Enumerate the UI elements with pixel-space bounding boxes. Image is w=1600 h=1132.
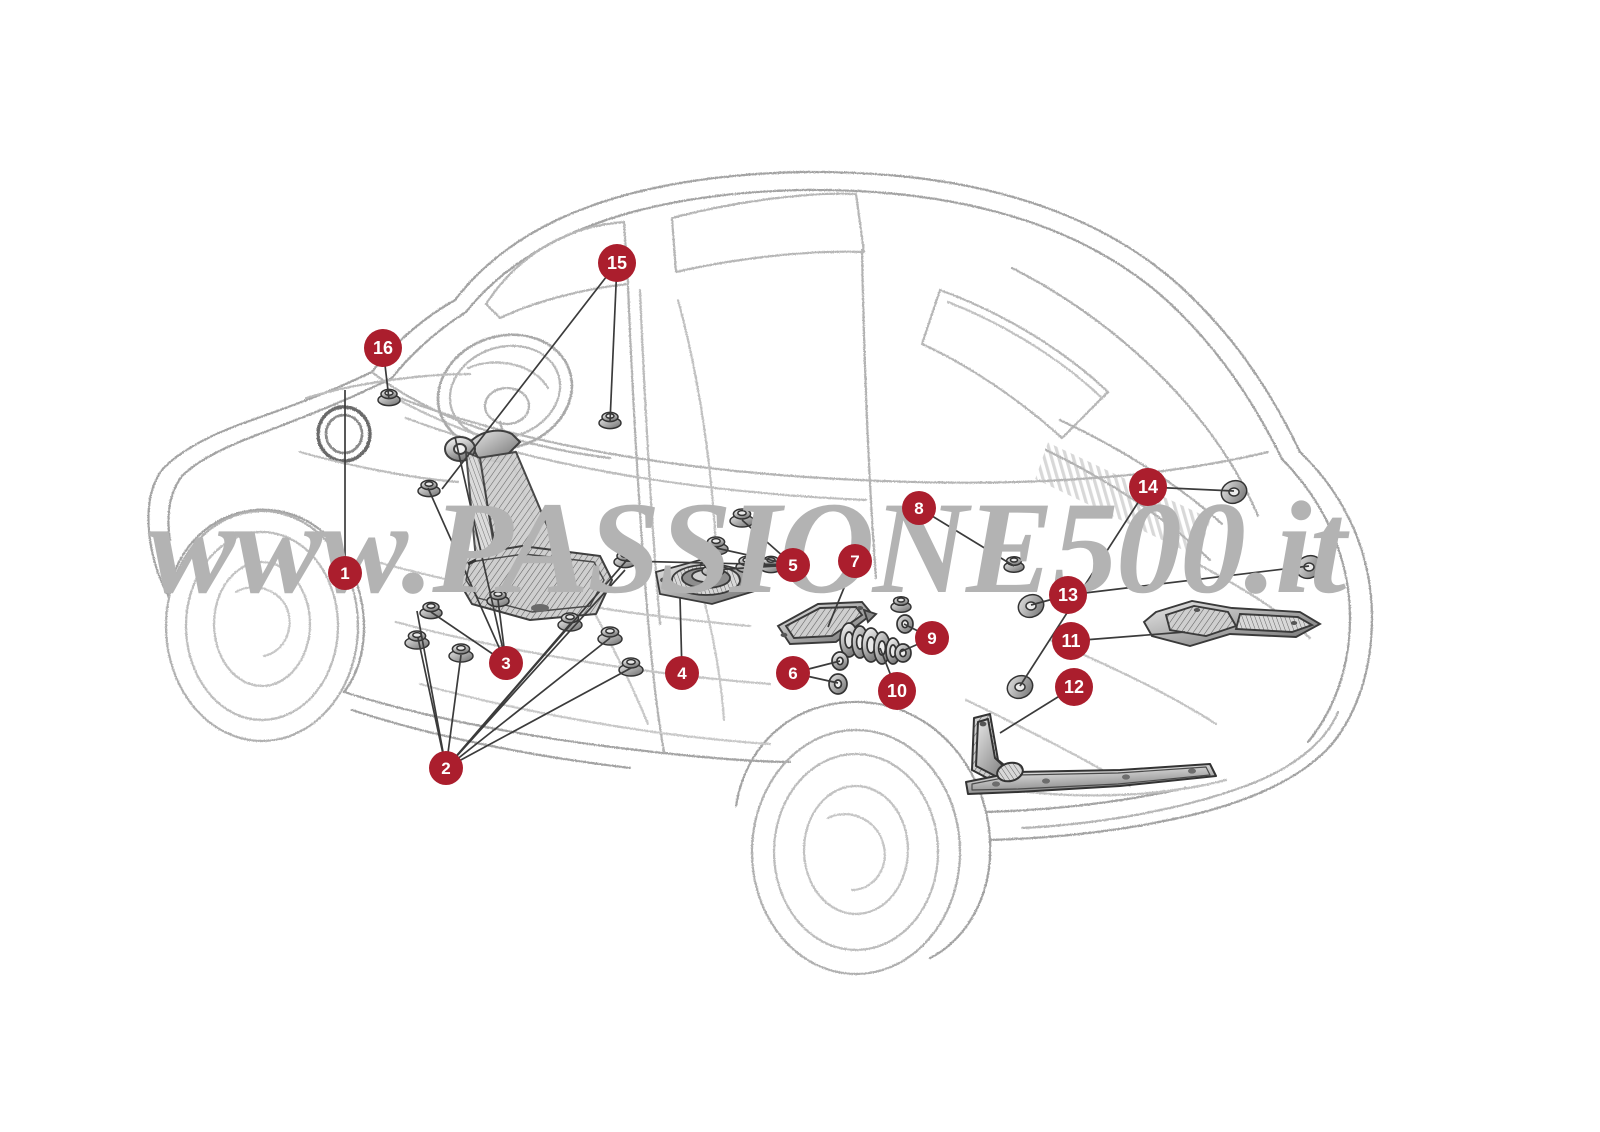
fastener-grommet [1017, 593, 1045, 619]
fastener-nut [618, 657, 644, 677]
leader-line [445, 654, 462, 769]
leader-line [417, 637, 447, 769]
fastener-nut [890, 595, 912, 613]
underbody-reinforcement-panel [1142, 600, 1322, 647]
callout-leader-lines [344, 262, 1310, 769]
callout-badge-3[interactable]: 3 [489, 646, 523, 680]
engine-lid-grille [1035, 442, 1211, 558]
leader-line [623, 560, 794, 566]
leader-line [1070, 631, 1186, 642]
leader-line [918, 507, 1015, 567]
callout-badge-12[interactable]: 12 [1055, 668, 1093, 706]
callout-badge-13[interactable]: 13 [1049, 576, 1087, 614]
callout-badge-2[interactable]: 2 [429, 751, 463, 785]
fastener-nut [703, 536, 729, 556]
pedal-box-cover-plate [776, 601, 878, 645]
callout-badge-10[interactable]: 10 [878, 672, 916, 710]
leader-line [441, 262, 618, 490]
leader-line [1067, 565, 1310, 596]
leader-line [454, 436, 507, 664]
fastener-grommet [1006, 674, 1034, 700]
leader-line [427, 487, 507, 664]
leader-line [445, 667, 632, 769]
callout-badge-4[interactable]: 4 [665, 656, 699, 690]
callout-badge-15[interactable]: 15 [598, 244, 636, 282]
gearshift-mount-plate [654, 558, 760, 605]
leader-line [609, 262, 618, 423]
callout-badge-14[interactable]: 14 [1129, 468, 1167, 506]
fastener-nut [448, 643, 474, 663]
leader-line [445, 544, 641, 769]
bumper-bracket-assembly [965, 713, 1217, 795]
fastener-grommet [1295, 554, 1323, 580]
callout-badge-8[interactable]: 8 [902, 491, 936, 525]
callout-badge-9[interactable]: 9 [915, 621, 949, 655]
leader-line [445, 637, 611, 769]
callout-badge-6[interactable]: 6 [776, 656, 810, 690]
fastener-grommet [1220, 479, 1248, 505]
callout-badge-11[interactable]: 11 [1052, 622, 1090, 660]
callout-badge-7[interactable]: 7 [838, 544, 872, 578]
callout-badge-1[interactable]: 1 [328, 556, 362, 590]
callout-badge-16[interactable]: 16 [364, 329, 402, 367]
callout-badge-5[interactable]: 5 [776, 548, 810, 582]
